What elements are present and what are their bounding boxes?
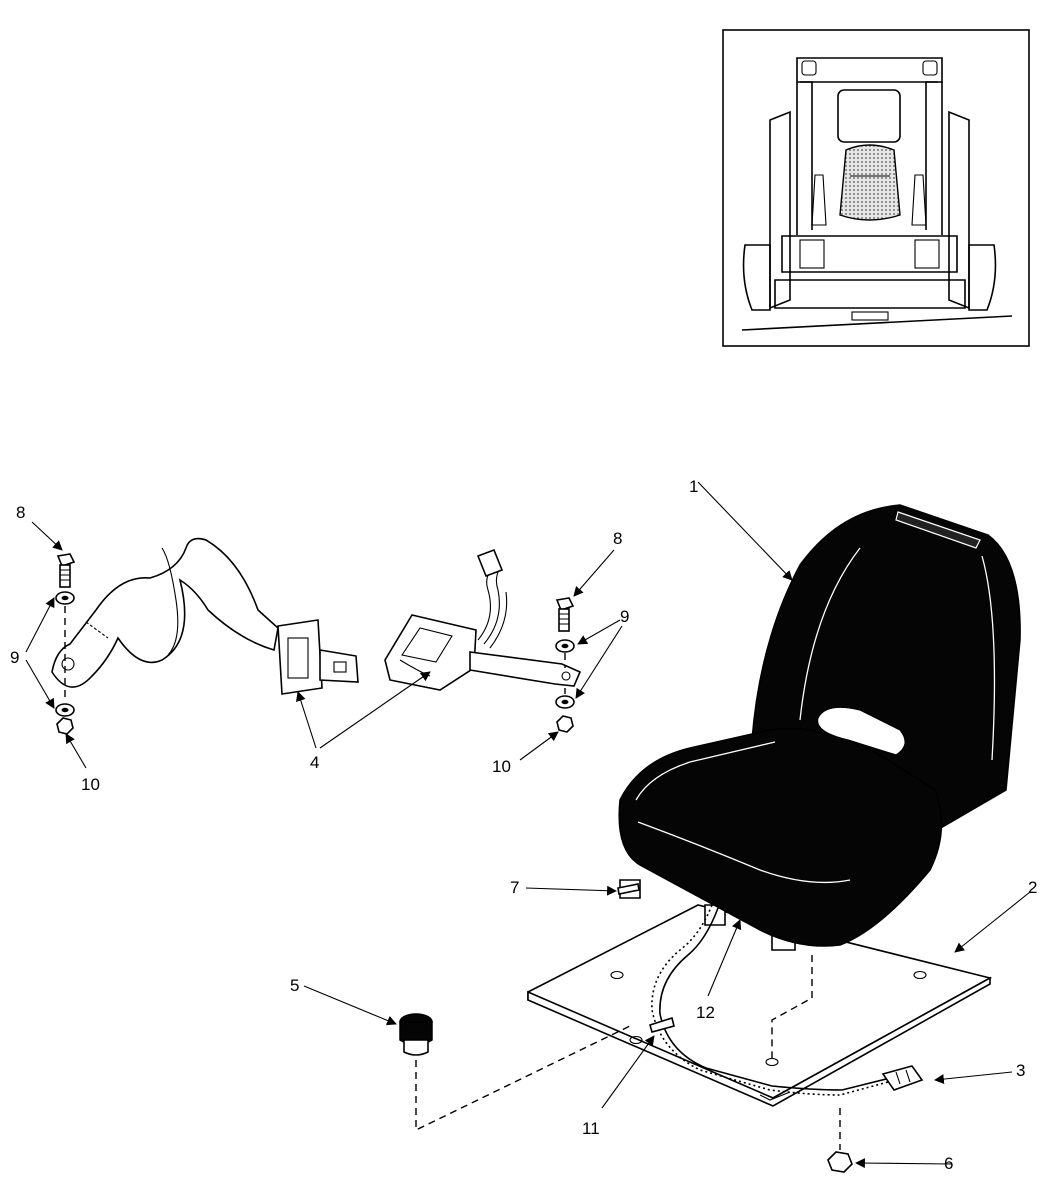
- callout-nut-right: 10: [492, 757, 511, 776]
- nut-plate: [827, 1151, 853, 1173]
- seat-harness: [649, 904, 924, 1096]
- seat-belt-left-half: [51, 537, 359, 695]
- alignment-lines: [415, 955, 841, 1150]
- tie-strap: [649, 1016, 675, 1033]
- skid-steer-loader-illustration: [741, 57, 1013, 331]
- nut-right: [556, 715, 574, 733]
- callout-washer-left: 9: [10, 648, 19, 667]
- left-hardware: [55, 553, 76, 735]
- callout-pin: 7: [510, 878, 519, 897]
- inset-seat-highlight: [839, 144, 901, 221]
- seat: [618, 504, 1021, 947]
- right-hardware: [555, 597, 575, 733]
- callout-seat-harness: 12: [696, 1003, 715, 1022]
- callout-washer-right: 9: [620, 607, 629, 626]
- seat-plate: [527, 904, 993, 1107]
- leader-lines: [25, 481, 1031, 1169]
- callout-bolt-right: 8: [613, 529, 622, 548]
- buckle-connector: [476, 548, 504, 578]
- seat-belt-buckle-half: [384, 548, 582, 691]
- belt-latch-housing: [277, 619, 323, 695]
- callout-nut-plate: 6: [944, 1154, 953, 1173]
- pin: [617, 883, 640, 895]
- belt-tongue: [319, 649, 359, 683]
- callout-nut-left: 10: [81, 775, 100, 794]
- knob: [399, 1013, 433, 1056]
- callout-tie-strap: 11: [582, 1119, 600, 1138]
- callouts: 1 2 3 4 5 6 7 8 8 9 9 10 10 11 12: [10, 477, 1037, 1173]
- harness-connector: [881, 1065, 924, 1091]
- callout-seat-belt: 4: [310, 753, 319, 772]
- bolt-right: [555, 597, 575, 632]
- callout-seat-plate: 2: [1028, 878, 1037, 897]
- buckle-housing: [384, 614, 477, 691]
- callout-harness-connector: 3: [1016, 1061, 1025, 1080]
- locator-inset: [722, 29, 1030, 347]
- callout-seat: 1: [689, 477, 698, 496]
- bolt-left: [56, 553, 76, 588]
- callout-bolt-left: 8: [16, 503, 25, 522]
- nut-left: [56, 717, 74, 735]
- inset-frame: [722, 29, 1030, 347]
- callout-knob: 5: [290, 976, 299, 995]
